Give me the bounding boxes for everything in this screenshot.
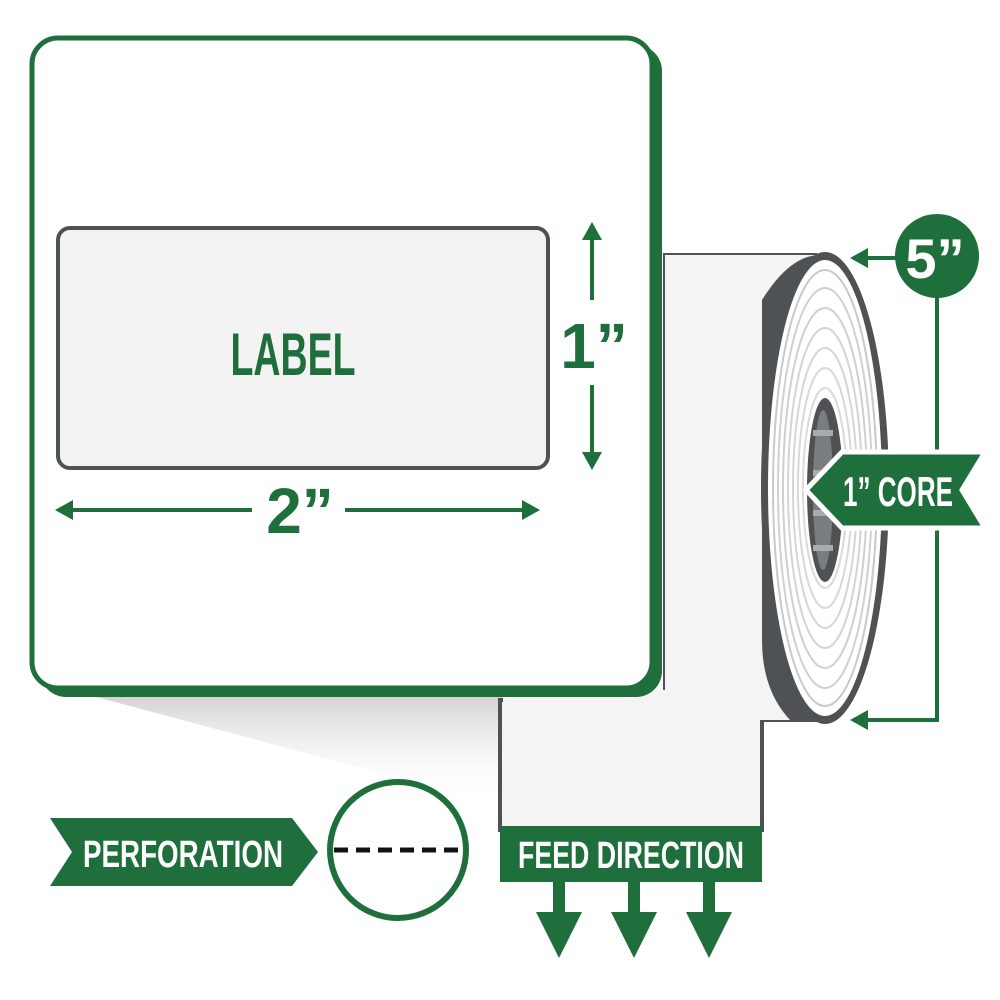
label-shadow — [70, 690, 640, 805]
perforation-label: PERFORATION — [83, 834, 283, 876]
feed-direction-banner: FEED DIRECTION — [500, 826, 762, 882]
label-web-strip-lower — [498, 698, 764, 832]
label-text: LABEL — [231, 321, 356, 388]
height-dimension-label: 1” — [560, 310, 628, 382]
down-arrow-icon — [686, 880, 732, 958]
height-dimension: 1” — [560, 222, 628, 470]
diameter-badge-label: 5” — [905, 227, 964, 290]
feed-direction-label: FEED DIRECTION — [518, 835, 744, 877]
width-dimension: 2” — [55, 475, 540, 547]
down-arrow-icon — [611, 880, 657, 958]
width-dimension-label: 2” — [266, 475, 334, 547]
perforation-banner: PERFORATION — [50, 818, 318, 886]
diameter-badge — [895, 214, 979, 298]
core-callout-label: 1” CORE — [843, 468, 953, 515]
perforation-dashed-line-icon — [327, 779, 469, 921]
core-callout: 1” CORE — [802, 449, 990, 531]
down-arrow-icon — [536, 880, 582, 958]
label-rectangle — [56, 226, 550, 470]
